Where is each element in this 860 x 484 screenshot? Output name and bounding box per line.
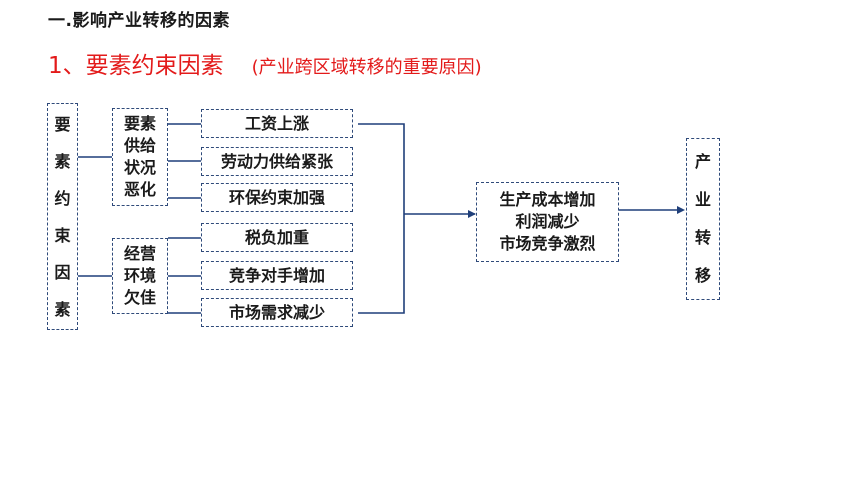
group-a-line: 状况 <box>123 158 156 177</box>
factor-node-environmental: 环保约束加强 <box>201 183 353 212</box>
section-heading: 一.影响产业转移的因素 <box>48 11 230 31</box>
arrowhead-outcome <box>677 206 685 214</box>
result-node: 生产成本增加 利润减少 市场竞争激烈 <box>476 182 619 262</box>
root-char: 因 <box>54 262 71 282</box>
subsection-title: 1、要素约束因素 <box>48 53 224 79</box>
factor-node-wage-rise: 工资上涨 <box>201 109 353 138</box>
group-node-factor-supply: 要素 供给 状况 恶化 <box>112 108 168 206</box>
root-char: 素 <box>54 299 71 319</box>
factor-label: 劳动力供给紧张 <box>220 151 333 171</box>
root-char: 要 <box>54 114 71 134</box>
subsection-heading: 1、要素约束因素 (产业跨区域转移的重要原因) <box>48 46 482 80</box>
root-char: 素 <box>54 151 71 171</box>
group-a-line: 要素 <box>123 114 156 133</box>
factor-node-competitors: 竞争对手增加 <box>201 261 353 290</box>
group-a-line: 恶化 <box>123 180 156 199</box>
root-char: 约 <box>54 188 71 208</box>
subsection-note: (产业跨区域转移的重要原因) <box>251 57 482 78</box>
factor-node-tax: 税负加重 <box>201 223 353 252</box>
group-b-line: 经营 <box>123 244 156 263</box>
factor-node-demand: 市场需求减少 <box>201 298 353 327</box>
outcome-char: 产 <box>694 152 711 171</box>
factor-label: 税负加重 <box>244 227 309 247</box>
result-line: 利润减少 <box>515 212 580 231</box>
connector-bracket <box>358 123 405 314</box>
result-line: 生产成本增加 <box>499 190 596 209</box>
factor-label: 环保约束加强 <box>228 187 325 207</box>
outcome-char: 业 <box>694 190 711 209</box>
group-a-line: 供给 <box>123 136 156 155</box>
outcome-char: 转 <box>694 228 711 247</box>
group-b-line: 环境 <box>123 266 156 285</box>
root-node: 要 素 约 束 因 素 <box>47 103 78 330</box>
outcome-node: 产 业 转 移 <box>686 138 720 300</box>
result-line: 市场竞争激烈 <box>499 234 596 253</box>
root-char: 束 <box>54 225 71 245</box>
factor-label: 市场需求减少 <box>228 302 325 322</box>
factor-node-labor-shortage: 劳动力供给紧张 <box>201 147 353 176</box>
arrowhead-result <box>468 210 476 218</box>
group-node-business-env: 经营 环境 欠佳 <box>112 238 168 314</box>
group-b-line: 欠佳 <box>123 288 156 307</box>
factor-label: 工资上涨 <box>244 113 309 133</box>
outcome-char: 移 <box>694 266 711 285</box>
factor-label: 竞争对手增加 <box>228 265 325 285</box>
